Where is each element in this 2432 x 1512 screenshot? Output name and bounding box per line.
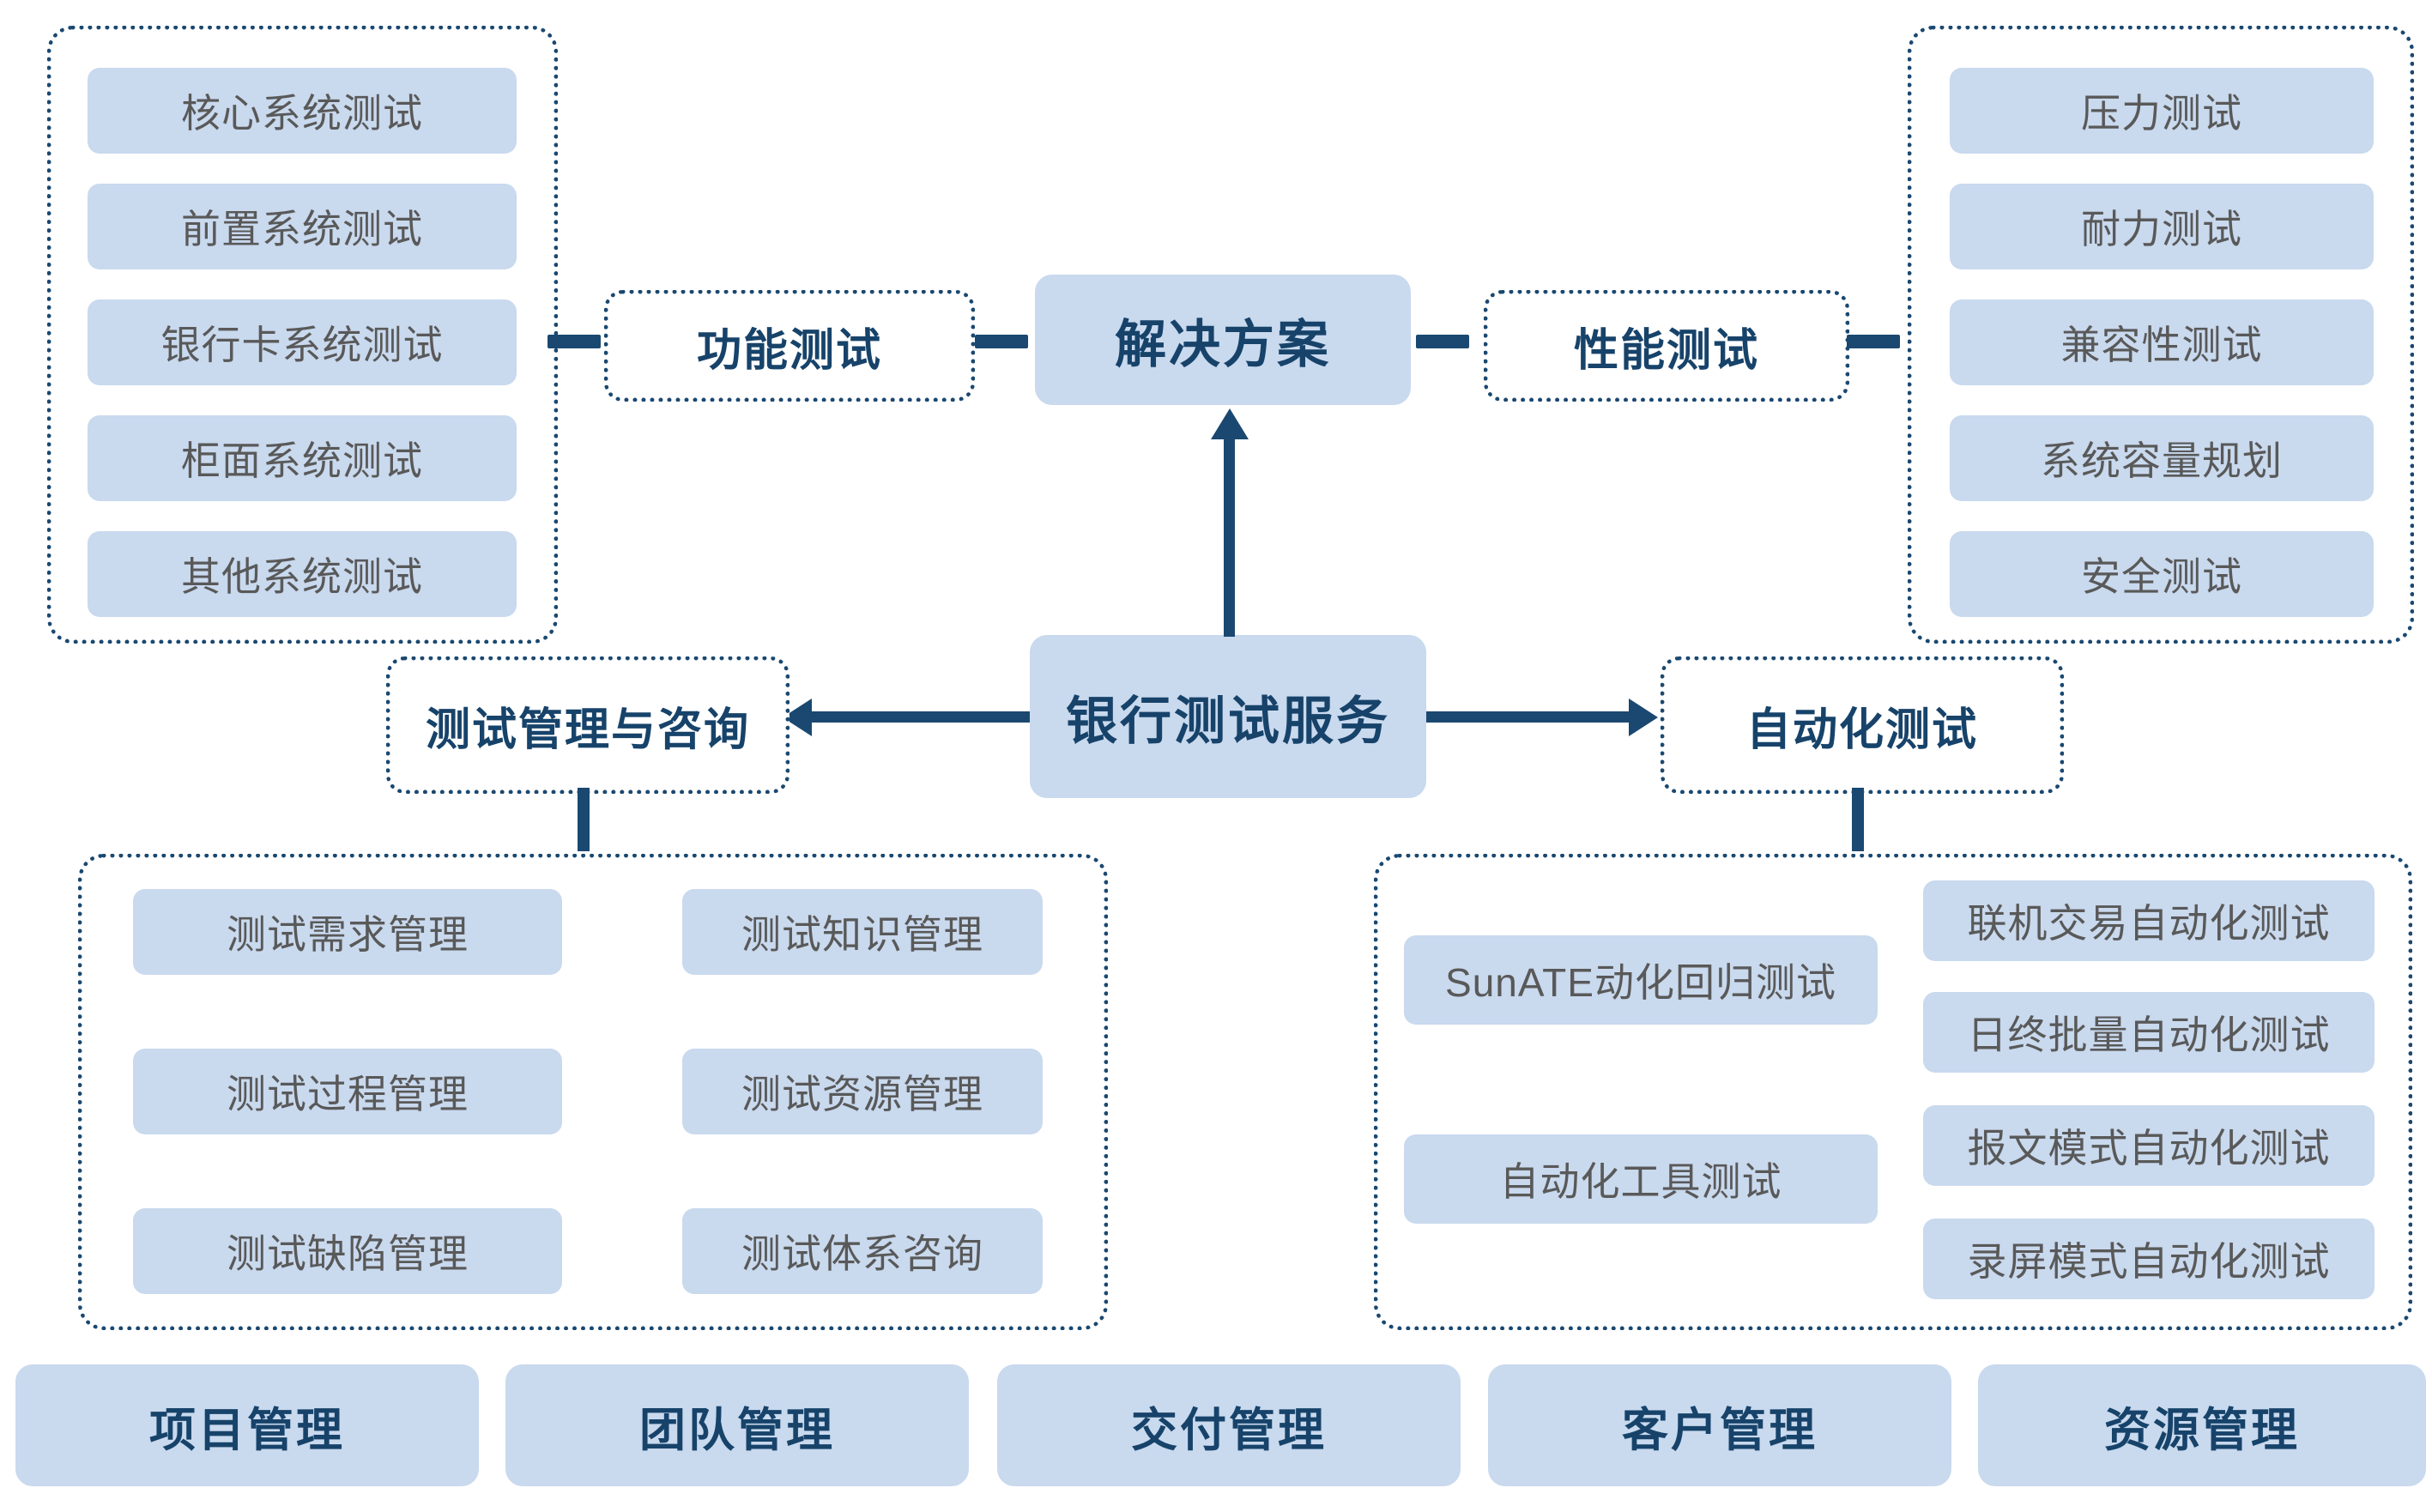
automation-item-6: 录屏模式自动化测试 bbox=[1923, 1219, 2375, 1299]
right-arrowhead-icon bbox=[1629, 699, 1658, 736]
performance-item-3: 兼容性测试 bbox=[1950, 299, 2374, 385]
automation-item-1: SunATE动化回归测试 bbox=[1404, 935, 1878, 1025]
connector-performance-panel bbox=[1847, 335, 1900, 348]
functional-label: 功能测试 bbox=[604, 290, 975, 402]
connector-solution-performance bbox=[1416, 335, 1469, 348]
bottom-item-customer-management: 客户管理 bbox=[1488, 1364, 1951, 1486]
performance-label: 性能测试 bbox=[1484, 290, 1849, 402]
performance-tests-panel: 压力测试 耐力测试 兼容性测试 系统容量规划 安全测试 bbox=[1908, 26, 2414, 644]
management-label: 测试管理与咨询 bbox=[386, 656, 789, 794]
bottom-item-team-management: 团队管理 bbox=[505, 1364, 969, 1486]
arrow-root-to-automation bbox=[1426, 711, 1632, 723]
solution-box: 解决方案 bbox=[1035, 275, 1411, 405]
connector-functional-solution bbox=[975, 335, 1028, 348]
connector-management-panel bbox=[578, 788, 590, 851]
automation-item-2: 自动化工具测试 bbox=[1404, 1134, 1878, 1224]
management-item-4: 测试知识管理 bbox=[682, 889, 1043, 975]
automation-item-4: 日终批量自动化测试 bbox=[1923, 992, 2375, 1073]
connector-automation-panel bbox=[1852, 788, 1864, 851]
management-item-5: 测试资源管理 bbox=[682, 1049, 1043, 1134]
up-arrowhead-icon bbox=[1211, 408, 1249, 439]
root-box: 银行测试服务 bbox=[1030, 635, 1426, 798]
arrow-root-to-management bbox=[807, 711, 1030, 723]
automation-label: 自动化测试 bbox=[1661, 656, 2064, 794]
bottom-item-resource-management: 资源管理 bbox=[1978, 1364, 2426, 1486]
management-item-6: 测试体系咨询 bbox=[682, 1208, 1043, 1294]
performance-item-2: 耐力测试 bbox=[1950, 184, 2374, 269]
automation-item-5: 报文模式自动化测试 bbox=[1923, 1105, 2375, 1186]
bottom-item-project-management: 项目管理 bbox=[15, 1364, 479, 1486]
functional-item-5: 其他系统测试 bbox=[88, 531, 517, 617]
performance-item-5: 安全测试 bbox=[1950, 531, 2374, 617]
automation-item-3: 联机交易自动化测试 bbox=[1923, 880, 2375, 961]
performance-item-4: 系统容量规划 bbox=[1950, 415, 2374, 501]
functional-item-3: 银行卡系统测试 bbox=[88, 299, 517, 385]
management-panel: 测试需求管理 测试过程管理 测试缺陷管理 测试知识管理 测试资源管理 测试体系咨… bbox=[78, 854, 1108, 1330]
connector-panel-functional bbox=[548, 335, 601, 348]
functional-item-4: 柜面系统测试 bbox=[88, 415, 517, 501]
functional-tests-panel: 核心系统测试 前置系统测试 银行卡系统测试 柜面系统测试 其他系统测试 bbox=[47, 26, 558, 644]
management-item-3: 测试缺陷管理 bbox=[133, 1208, 562, 1294]
management-item-1: 测试需求管理 bbox=[133, 889, 562, 975]
bottom-item-delivery-management: 交付管理 bbox=[997, 1364, 1461, 1486]
arrow-root-to-solution bbox=[1224, 436, 1235, 637]
management-item-2: 测试过程管理 bbox=[133, 1049, 562, 1134]
functional-item-2: 前置系统测试 bbox=[88, 184, 517, 269]
automation-panel: SunATE动化回归测试 自动化工具测试 联机交易自动化测试 日终批量自动化测试… bbox=[1374, 854, 2412, 1330]
performance-item-1: 压力测试 bbox=[1950, 68, 2374, 154]
functional-item-1: 核心系统测试 bbox=[88, 68, 517, 154]
